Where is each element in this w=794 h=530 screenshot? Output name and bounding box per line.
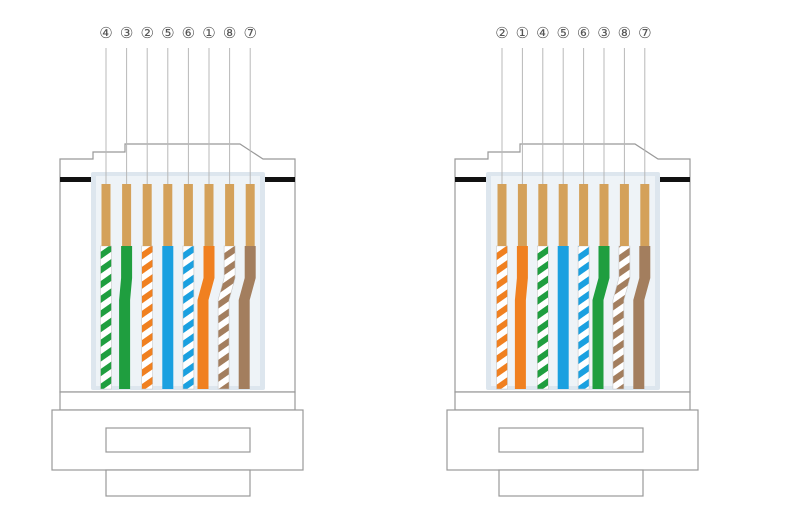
pin-number-label: ⑧ (223, 24, 236, 42)
connector-left-cable (105, 469, 251, 497)
connector-left-pins (101, 184, 255, 246)
wire-white-orange (496, 245, 508, 390)
connector-right-pins (497, 184, 650, 246)
gold-contact-pin (558, 184, 568, 246)
wire-orange (514, 246, 528, 389)
wire-blue (557, 246, 569, 389)
pin-number-label: ④ (536, 24, 549, 42)
wire-white-blue (182, 245, 195, 390)
connector-right-wires (496, 245, 651, 390)
pin-number-label: ① (516, 24, 529, 42)
pin-number-label: ① (202, 24, 215, 42)
gold-contact-pin (225, 184, 235, 246)
gold-contact-pin (640, 184, 650, 246)
wire-white-brown (217, 245, 236, 390)
pin-number-label: ⑤ (556, 24, 569, 42)
connector-left-wires (100, 245, 256, 390)
pin-number-label: ⑥ (182, 24, 195, 42)
gold-contact-pin (517, 184, 527, 246)
connector-right-boot-slot (498, 427, 644, 453)
gold-contact-pin (579, 184, 589, 246)
pin-number-label: ② (495, 24, 508, 42)
wire-brown (633, 246, 651, 389)
wire-orange (197, 246, 215, 389)
wire-white-orange (141, 245, 153, 390)
wire-white-green (100, 245, 112, 390)
gold-contact-pin (122, 184, 132, 246)
pin-number-label: ③ (597, 24, 610, 42)
wire-green (119, 246, 133, 389)
connector-right-base-strip (454, 391, 691, 411)
wire-white-green (537, 245, 549, 390)
connector-right-cable (498, 469, 644, 497)
gold-contact-pin (163, 184, 173, 246)
pin-number-label: ④ (99, 24, 112, 42)
pin-number-label: ⑦ (638, 24, 651, 42)
gold-contact-pin (245, 184, 255, 246)
gold-contact-pin (599, 184, 609, 246)
pin-number-label: ② (140, 24, 153, 42)
gold-contact-pin (183, 184, 193, 246)
pin-number-label: ⑥ (577, 24, 590, 42)
gold-contact-pin (538, 184, 548, 246)
connector-left-boot-slot (105, 427, 251, 453)
gold-contact-pin (101, 184, 111, 246)
pin-number-label: ⑦ (243, 24, 256, 42)
connector-left-base-strip (59, 391, 296, 411)
wire-blue (162, 246, 174, 389)
wire-white-brown (612, 245, 631, 390)
gold-contact-pin (204, 184, 214, 246)
wire-brown (238, 246, 256, 389)
pin-number-label: ⑧ (618, 24, 631, 42)
pin-number-label: ③ (120, 24, 133, 42)
gold-contact-pin (142, 184, 152, 246)
gold-contact-pin (619, 184, 629, 246)
gold-contact-pin (497, 184, 507, 246)
pin-number-label: ⑤ (161, 24, 174, 42)
wire-white-blue (577, 245, 590, 390)
wire-green (592, 246, 610, 389)
